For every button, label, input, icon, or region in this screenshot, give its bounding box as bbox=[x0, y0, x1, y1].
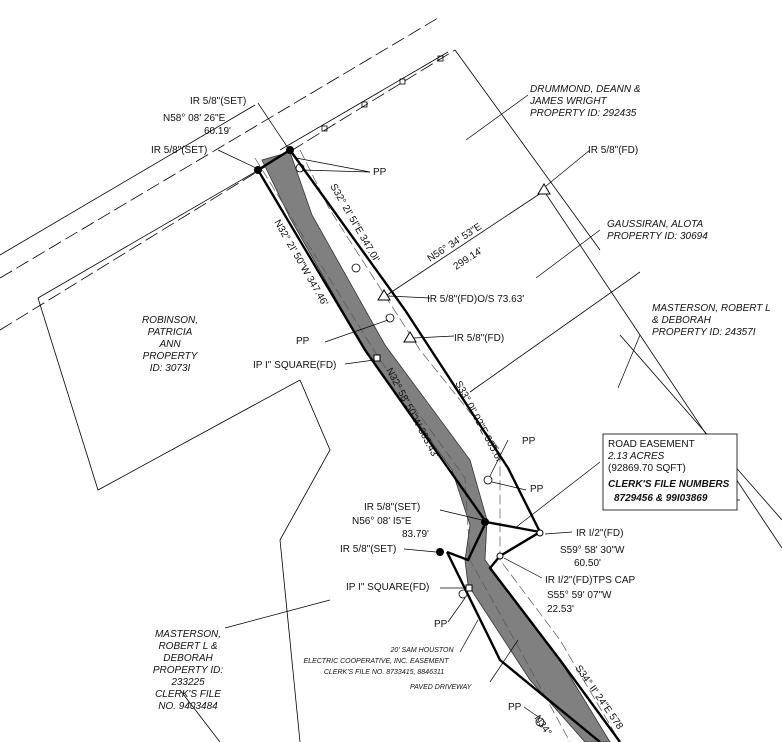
svg-text:DEBORAH: DEBORAH bbox=[163, 653, 213, 664]
svg-text:ROBINSON,: ROBINSON, bbox=[142, 315, 198, 326]
svg-text:DRUMMOND, DEANN &: DRUMMOND, DEANN & bbox=[530, 84, 641, 95]
svg-text:PROPERTY ID:: PROPERTY ID: bbox=[153, 665, 223, 676]
svg-text:PP: PP bbox=[530, 484, 544, 495]
svg-text:PATRICIA: PATRICIA bbox=[148, 327, 193, 338]
electric-easement-note: 20' SAM HOUSTON ELECTRIC COOPERATIVE, IN… bbox=[304, 647, 455, 676]
svg-text:IP I" SQUARE(FD): IP I" SQUARE(FD) bbox=[253, 360, 336, 371]
road-easement-text: ROAD EASEMENT 2.13 ACRES (92869.70 SQFT)… bbox=[607, 439, 730, 504]
owner-label-masterson-sw: MASTERSON, ROBERT L & DEBORAH PROPERTY I… bbox=[153, 629, 223, 712]
svg-text:IR 5/8"(SET): IR 5/8"(SET) bbox=[151, 145, 207, 156]
svg-text:N56° 08' I5"E: N56° 08' I5"E bbox=[352, 516, 412, 527]
electric-easement-lines bbox=[254, 149, 621, 742]
svg-text:299.14': 299.14' bbox=[452, 246, 485, 273]
svg-text:CLERK'S FILE: CLERK'S FILE bbox=[155, 689, 221, 700]
svg-text:PP: PP bbox=[508, 702, 522, 713]
svg-text:NO. 9403484: NO. 9403484 bbox=[158, 701, 218, 712]
svg-text:S55° 59' 07"W: S55° 59' 07"W bbox=[547, 590, 612, 601]
svg-text:IP I" SQUARE(FD): IP I" SQUARE(FD) bbox=[346, 582, 429, 593]
owner-label-masterson-east: MASTERSON, ROBERT L & DEBORAH PROPERTY I… bbox=[652, 303, 771, 338]
svg-text:S59° 58' 30"W: S59° 58' 30"W bbox=[560, 545, 625, 556]
owner-label-robinson: ROBINSON, PATRICIA ANN PROPERTY ID: 3073… bbox=[142, 315, 199, 374]
svg-text:8729456 & 99I03869: 8729456 & 99I03869 bbox=[614, 493, 708, 504]
svg-text:JAMES WRIGHT: JAMES WRIGHT bbox=[529, 96, 608, 107]
svg-text:ANN: ANN bbox=[158, 339, 181, 350]
svg-text:PROPERTY ID: 30694: PROPERTY ID: 30694 bbox=[607, 231, 708, 242]
power-poles bbox=[295, 163, 545, 727]
monuments bbox=[254, 146, 551, 592]
svg-text:(92869.70 SQFT): (92869.70 SQFT) bbox=[608, 463, 686, 474]
svg-text:IR I/2"(FD): IR I/2"(FD) bbox=[576, 528, 623, 539]
svg-text:60.19': 60.19' bbox=[204, 126, 231, 137]
svg-text:PP: PP bbox=[522, 436, 536, 447]
svg-text:S32° 2I' 5I"E 347.0I': S32° 2I' 5I"E 347.0I' bbox=[327, 182, 381, 264]
svg-text:20' SAM HOUSTON: 20' SAM HOUSTON bbox=[389, 647, 454, 654]
svg-text:83.79': 83.79' bbox=[402, 529, 429, 540]
parcel-lines bbox=[37, 49, 782, 742]
svg-text:PROPERTY ID: 292435: PROPERTY ID: 292435 bbox=[530, 108, 637, 119]
svg-text:IR I/2"(FD)TPS CAP: IR I/2"(FD)TPS CAP bbox=[545, 575, 636, 586]
paved-driveway-label: PAVED DRIVEWAY bbox=[410, 684, 473, 691]
svg-text:PROPERTY ID: 24357I: PROPERTY ID: 24357I bbox=[652, 327, 756, 338]
svg-text:N58° 08' 26"E: N58° 08' 26"E bbox=[163, 113, 226, 124]
svg-text:IR 5/8"(SET): IR 5/8"(SET) bbox=[190, 96, 246, 107]
svg-text:IR 5/8"(FD): IR 5/8"(FD) bbox=[454, 333, 504, 344]
svg-text:ROAD EASEMENT: ROAD EASEMENT bbox=[608, 439, 695, 450]
svg-text:CLERK'S FILE NO. 8733415, 8846: CLERK'S FILE NO. 8733415, 8846311 bbox=[324, 669, 444, 676]
svg-text:2.13 ACRES: 2.13 ACRES bbox=[607, 451, 665, 462]
svg-text:IR 5/8"(FD): IR 5/8"(FD) bbox=[588, 145, 638, 156]
svg-text:PP: PP bbox=[434, 619, 448, 630]
fence-line bbox=[279, 51, 449, 151]
road-right-of-way-lines bbox=[0, 17, 456, 331]
svg-text:IR 5/8"(SET): IR 5/8"(SET) bbox=[364, 502, 420, 513]
callout-labels: IR 5/8"(SET) N58° 08' 26"E 60.19' IR 5/8… bbox=[151, 96, 638, 713]
svg-text:ELECTRIC COOPERATIVE, INC. EAS: ELECTRIC COOPERATIVE, INC. EASEMENT bbox=[304, 658, 450, 665]
svg-text:MASTERSON, ROBERT L: MASTERSON, ROBERT L bbox=[652, 303, 771, 314]
svg-text:PROPERTY: PROPERTY bbox=[143, 351, 199, 362]
svg-text:CLERK'S FILE NUMBERS: CLERK'S FILE NUMBERS bbox=[608, 479, 730, 490]
svg-text:MASTERSON,: MASTERSON, bbox=[155, 629, 221, 640]
svg-text:IR 5/8"(FD)O/S 73.63': IR 5/8"(FD)O/S 73.63' bbox=[427, 294, 524, 305]
svg-text:PP: PP bbox=[296, 336, 310, 347]
paved-driveway bbox=[261, 151, 611, 742]
svg-text:& DEBORAH: & DEBORAH bbox=[652, 315, 712, 326]
svg-text:ROBERT L &: ROBERT L & bbox=[158, 641, 217, 652]
svg-text:22.53': 22.53' bbox=[547, 604, 574, 615]
svg-text:233225: 233225 bbox=[170, 677, 205, 688]
svg-text:ID: 3073I: ID: 3073I bbox=[150, 363, 191, 374]
svg-text:IR 5/8"(SET): IR 5/8"(SET) bbox=[340, 544, 396, 555]
owner-label-drummond: DRUMMOND, DEANN & JAMES WRIGHT PROPERTY … bbox=[529, 84, 641, 119]
svg-text:60.50': 60.50' bbox=[574, 558, 601, 569]
owner-label-gaussiran: GAUSSIRAN, ALOTA PROPERTY ID: 30694 bbox=[607, 219, 708, 242]
leader-lines bbox=[217, 94, 740, 719]
road-easement-box bbox=[602, 433, 738, 511]
svg-text:N34°: N34° bbox=[532, 713, 554, 738]
svg-text:GAUSSIRAN, ALOTA: GAUSSIRAN, ALOTA bbox=[607, 219, 703, 230]
svg-text:PP: PP bbox=[373, 167, 387, 178]
